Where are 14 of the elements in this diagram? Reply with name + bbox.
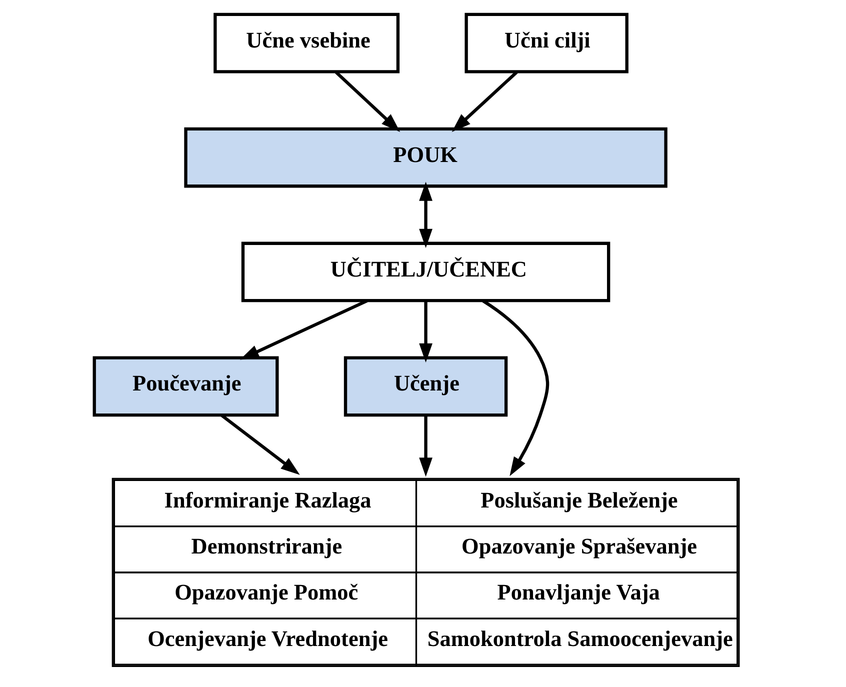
arrow (419, 182, 432, 248)
node-box: Učenje (344, 356, 508, 417)
arrow (419, 301, 432, 362)
arrow (452, 71, 518, 132)
arrow (240, 299, 368, 360)
node-box: Učne vsebine (214, 12, 400, 74)
arrow (334, 71, 400, 132)
arrow (220, 414, 300, 475)
node-box: Učni cilji (464, 12, 628, 74)
arrow (482, 300, 550, 476)
arrow (419, 416, 432, 477)
node-box: POUK (184, 127, 668, 188)
node-box: Poučevanje (92, 356, 279, 417)
node-box: UČITELJ/UČENEC (241, 242, 610, 302)
